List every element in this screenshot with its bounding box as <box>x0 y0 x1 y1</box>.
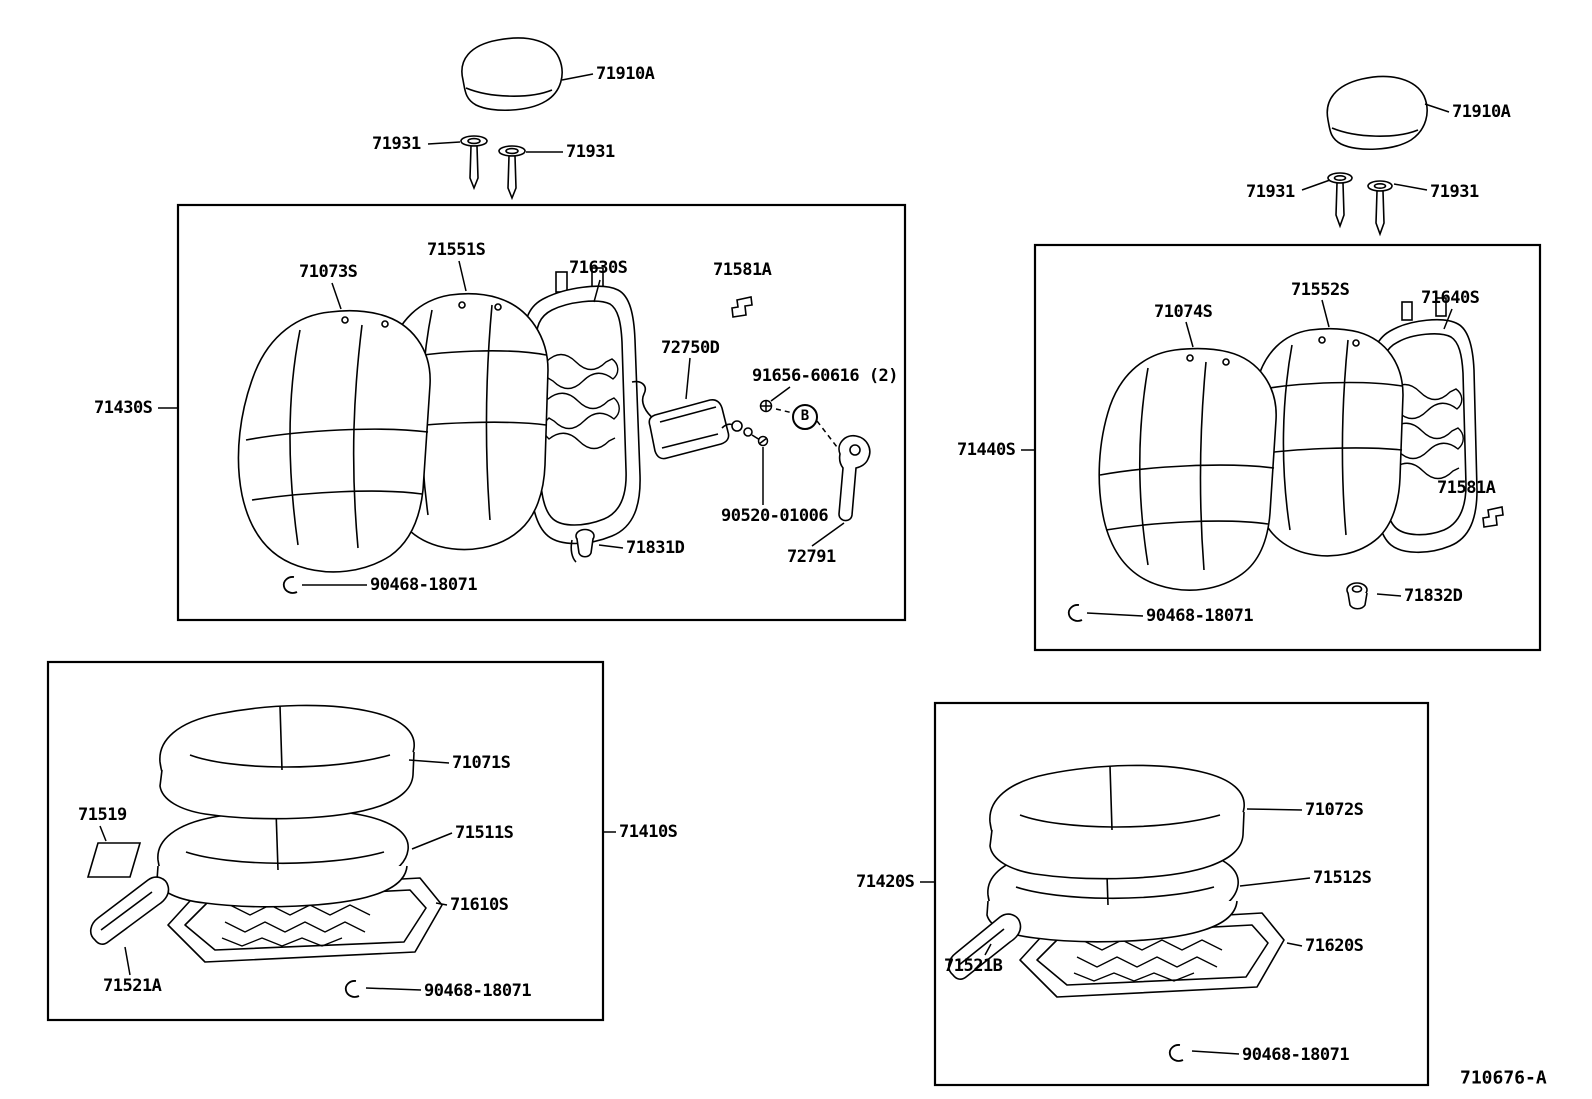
part-label-lumbar-72750d: 72750D <box>661 338 720 358</box>
hog-ring-4-drawing <box>1168 1044 1184 1062</box>
part-label-bracket-right: 71581A <box>1437 478 1496 498</box>
headrest-pin-right-2 <box>1367 180 1393 237</box>
cushion-cover-right-drawing <box>989 764 1245 880</box>
section-boxes <box>46 203 1542 1087</box>
part-label-clip-71832d: 71832D <box>1404 586 1463 606</box>
part-label-pin-right-2: 71931 <box>1430 182 1479 202</box>
headrest-left-drawing <box>460 37 563 201</box>
part-label-lever-72791: 72791 <box>787 547 836 567</box>
part-label-cover-71074s: 71074S <box>1154 302 1213 322</box>
leader-lines <box>99 73 1453 1055</box>
headrest-pin-right-1 <box>1327 172 1353 229</box>
part-label-hog-ring-1: 90468-18071 <box>370 575 478 595</box>
part-label-frame-71620s: 71620S <box>1305 936 1364 956</box>
part-label-assembly-71440s: 71440S <box>957 440 1016 460</box>
seatback-left-box <box>176 203 907 622</box>
part-label-pad-71512s: 71512S <box>1313 868 1372 888</box>
seatback-cover-right-drawing <box>1098 347 1277 591</box>
part-label-assembly-71430s: 71430S <box>94 398 153 418</box>
part-label-hog-ring-4: 90468-18071 <box>1242 1045 1350 1065</box>
seatback-pad-right-drawing <box>1247 327 1404 557</box>
bracket-left-drawing <box>731 296 753 318</box>
part-label-pocket-71519: 71519 <box>78 805 127 825</box>
headrest-pin-left-2 <box>498 145 526 201</box>
hog-ring-2-drawing <box>1067 604 1083 622</box>
bracket-right-drawing <box>1482 506 1504 528</box>
part-label-pad-71552s: 71552S <box>1291 280 1350 300</box>
part-label-frame-71610s: 71610S <box>450 895 509 915</box>
part-label-hog-ring-2: 90468-18071 <box>1146 606 1254 626</box>
part-label-shield-71521a: 71521A <box>103 976 162 996</box>
bolt-drawing <box>757 435 769 447</box>
cushion-cover-left-drawing <box>159 704 415 820</box>
cushion-shield-left-drawing <box>89 876 170 945</box>
headrest-pin-left-1 <box>460 135 488 191</box>
seatback-cover-left-drawing <box>237 309 431 573</box>
hog-ring-3-drawing <box>344 980 360 998</box>
figure-code: 710676-A <box>1460 1067 1547 1089</box>
part-label-screw-91656: 91656-60616 (2) <box>752 366 899 386</box>
part-label-pad-71551s: 71551S <box>427 240 486 260</box>
seatback-clip-right-drawing <box>1346 582 1368 610</box>
part-label-cover-71072s: 71072S <box>1305 800 1364 820</box>
part-label-headrest-right: 71910A <box>1452 102 1511 122</box>
seatback-clip-left-drawing <box>575 528 595 558</box>
part-label-hog-ring-3: 90468-18071 <box>424 981 532 1001</box>
cushion-shield-right-drawing <box>947 913 1022 980</box>
part-label-cover-71071s: 71071S <box>452 753 511 773</box>
part-label-pad-71511s: 71511S <box>455 823 514 843</box>
screw-drawing <box>759 399 773 413</box>
detail-marker-b: B <box>792 404 818 430</box>
lumbar-support-drawing <box>631 380 761 460</box>
part-label-frame-71640s: 71640S <box>1421 288 1480 308</box>
seatback-right-box <box>1033 243 1542 652</box>
part-label-pin-left-1: 71931 <box>372 134 421 154</box>
part-label-assembly-71420s: 71420S <box>856 872 915 892</box>
cushion-right-box <box>933 701 1430 1087</box>
part-label-headrest-left: 71910A <box>596 64 655 84</box>
part-label-clip-71831d: 71831D <box>626 538 685 558</box>
headrest-right-drawing <box>1326 75 1428 237</box>
part-label-frame-71630s: 71630S <box>569 258 628 278</box>
part-label-bolt-90520: 90520-01006 <box>721 506 829 526</box>
part-label-bracket-left: 71581A <box>713 260 772 280</box>
part-label-assembly-71410s: 71410S <box>619 822 678 842</box>
cushion-pad-left-drawing <box>156 808 409 908</box>
part-label-shield-71521b: 71521B <box>944 956 1003 976</box>
cushion-left-box <box>46 660 605 1022</box>
part-label-pin-right-1: 71931 <box>1246 182 1295 202</box>
hog-ring-1-drawing <box>282 576 298 594</box>
part-label-cover-71073s: 71073S <box>299 262 358 282</box>
part-label-pin-left-2: 71931 <box>566 142 615 162</box>
pocket-patch-drawing <box>86 842 142 878</box>
recliner-lever-drawing <box>838 434 871 522</box>
